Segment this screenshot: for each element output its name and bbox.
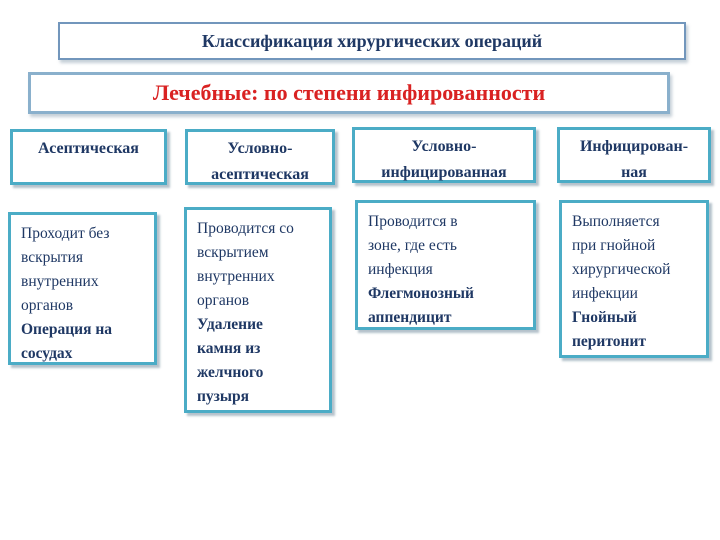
content-conditionally-aseptic: Проводится со вскрытием внутренних орган…	[184, 207, 332, 413]
header-conditionally-aseptic: Условно- асептическая	[185, 129, 335, 185]
content-aseptic: Проходит без вскрытия внутренних органов…	[8, 212, 157, 365]
content-conditionally-infected: Проводится в зоне, где есть инфекция Фле…	[355, 200, 536, 330]
content-infected: Выполняется при гнойной хирургической ин…	[559, 200, 709, 358]
content-conditionally-infected-description: Проводится в зоне, где есть инфекция	[368, 213, 458, 278]
subtitle-box: Лечебные: по степени инфированности	[28, 72, 670, 114]
header-aseptic: Асептическая	[10, 129, 167, 185]
slide-subtitle: Лечебные: по степени инфированности	[152, 80, 546, 105]
header-infected: Инфицирован- ная	[557, 127, 711, 183]
content-infected-example: Гнойный перитонит	[572, 309, 646, 350]
content-conditionally-infected-example: Флегмонозный аппендицит	[368, 285, 474, 326]
content-infected-description: Выполняется при гнойной хирургической ин…	[572, 213, 671, 302]
slide-title: Классификация хирургических операций	[201, 30, 543, 51]
header-conditionally-infected: Условно- инфицированная	[352, 127, 536, 183]
title-box: Классификация хирургических операций	[58, 22, 686, 60]
content-aseptic-example: Операция на сосудах	[21, 321, 113, 362]
content-conditionally-aseptic-example: Удаление камня из желчного пузыря	[197, 316, 264, 405]
content-conditionally-aseptic-description: Проводится со вскрытием внутренних орган…	[197, 220, 294, 309]
content-aseptic-description: Проходит без вскрытия внутренних органов	[21, 225, 110, 314]
